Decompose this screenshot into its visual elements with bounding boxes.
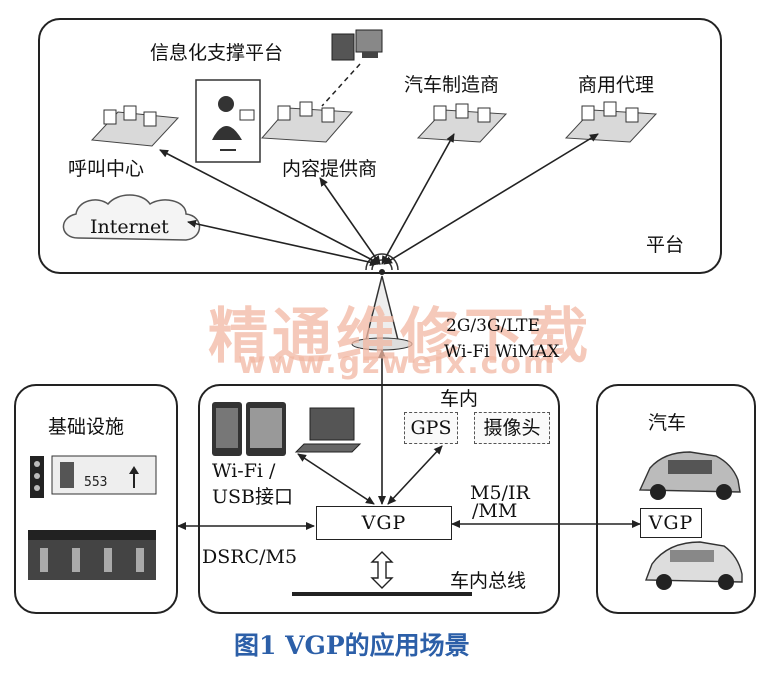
wireless-label-line1: 2G/3G/LTE (446, 316, 540, 336)
watermark-text: 精通维修下载 (208, 302, 592, 372)
sedan-icon (644, 541, 743, 590)
link-label-line2: /MM (472, 500, 518, 522)
wifi-usb-label-line2: USB接口 (212, 486, 293, 508)
gps-box: GPS (404, 412, 458, 444)
suv-icon (638, 451, 741, 500)
in-vehicle-title: 车内 (440, 388, 479, 410)
call-center-label: 呼叫中心 (68, 158, 145, 180)
mobile-devices-icon (212, 402, 362, 456)
platform-links (159, 133, 599, 267)
watermark-url: www.gzweix.com (238, 346, 557, 381)
business-agent-label: 商用代理 (578, 74, 655, 96)
bus-label: 车内总线 (450, 570, 527, 592)
wifi-usb-label-line1: Wi-Fi / (212, 460, 276, 482)
car-vgp-box: VGP (640, 508, 702, 538)
vgp-box: VGP (316, 506, 452, 540)
infrastructure-title: 基础设施 (48, 416, 125, 438)
link-label-line1: M5/IR (470, 482, 530, 504)
sign-value: 553 (84, 475, 107, 490)
gps-vgp-link (387, 445, 443, 505)
toll-gate-photo-icon (28, 530, 156, 580)
bus-double-arrow-icon (370, 551, 394, 589)
automaker-node-icon (416, 103, 508, 143)
business-agent-node-icon (564, 101, 658, 143)
info-support-label: 信息化支撑平台 (150, 42, 284, 64)
info-support-computer-icon (331, 29, 383, 61)
content-provider-label: 内容提供商 (282, 158, 378, 180)
devices-vgp-link (297, 453, 375, 505)
car-title: 汽车 (648, 412, 687, 434)
camera-box: 摄像头 (474, 412, 550, 444)
platform-label: 平台 (646, 234, 685, 256)
traffic-sign-icon: 553 (30, 455, 157, 498)
info-support-dashed-link (321, 63, 361, 107)
wireless-label-line2: Wi-Fi WiMAX (444, 342, 560, 362)
automaker-label: 汽车制造商 (404, 74, 500, 96)
antenna-tower-icon (351, 253, 413, 351)
dsrc-label: DSRC/M5 (202, 546, 298, 568)
operator-icon (195, 79, 261, 163)
internet-label: Internet (90, 216, 169, 238)
figure-caption: 图1 VGP的应用场景 (234, 631, 470, 660)
content-provider-node-icon (260, 101, 354, 143)
call-center-node-icon (90, 105, 180, 147)
